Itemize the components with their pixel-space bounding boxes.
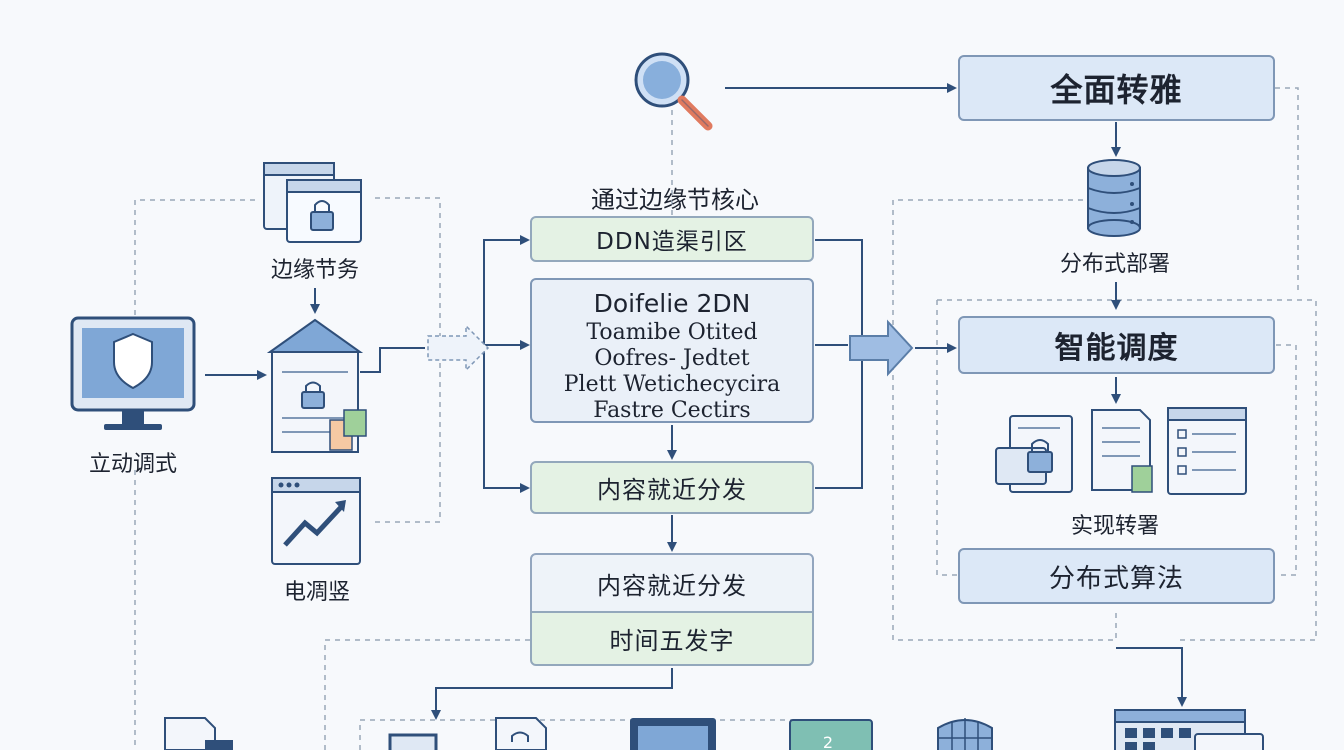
- dashed-arrow-icon: [427, 324, 490, 372]
- bottom-monitor-icon: [388, 733, 438, 750]
- teal-card-number: 2: [823, 733, 833, 750]
- center-line-2: Toamibe Otited: [586, 320, 758, 345]
- dashed-connectors: [134, 87, 1317, 750]
- chart-label: 电凋竖: [283, 580, 350, 605]
- smart-schedule-box: 智能调度: [958, 316, 1275, 374]
- distributed-algo-label: 分布式算法: [1048, 563, 1184, 594]
- trend-chart-icon: [271, 477, 361, 565]
- ddn-box: DDN造渠引区: [530, 216, 814, 262]
- center-line-1: Doifelie 2DN: [593, 289, 751, 318]
- smart-schedule-label: 智能调度: [1054, 331, 1179, 366]
- edge-node-icon: [266, 318, 367, 453]
- edge-service-label: 边缘节务: [270, 258, 359, 283]
- distributed-deploy-label: 分布式部署: [1059, 252, 1170, 277]
- center-line-3: Oofres- Jedtet: [594, 346, 750, 371]
- bottom-document-icon: [164, 717, 233, 750]
- magnifier-icon: [634, 52, 713, 131]
- big-arrow-icon: [849, 319, 914, 377]
- nearby-distribution-box: 内容就近分发: [530, 461, 814, 514]
- bottom-stack-top: 内容就近分发: [530, 553, 814, 613]
- bottom-lock-doc-icon: [495, 717, 547, 750]
- bottom-stack-bottom: 时间五发字: [530, 611, 814, 666]
- bottom-teal-card-icon: 2: [789, 719, 873, 750]
- window-lock-icon: [263, 162, 362, 243]
- ddn-label: DDN造渠引区: [596, 229, 748, 255]
- monitor-shield-icon: [70, 316, 196, 430]
- solid-connectors: [205, 83, 1187, 720]
- center-line-5: Fastre Cectirs: [593, 398, 751, 423]
- bottom-stack-top-label: 内容就近分发: [597, 571, 747, 600]
- center-line-4: Plett Wetichecycira: [563, 372, 781, 397]
- center-detail-box: Doifelie 2DN Toamibe Otited Oofres- Jedt…: [530, 278, 814, 423]
- full-transform-label: 全面转雅: [1050, 71, 1183, 109]
- center-title: 通过边缘节核心: [591, 186, 759, 214]
- calendar-grid-icon: [1114, 709, 1264, 750]
- realize-label: 实现转署: [1070, 514, 1159, 539]
- globe-icon: [937, 718, 993, 750]
- nearby-distribution-label: 内容就近分发: [597, 476, 747, 504]
- bottom-screen-icon: [630, 718, 716, 750]
- document-icon: [1091, 409, 1153, 493]
- left-device-label: 立动调式: [88, 452, 177, 477]
- database-icon: [1087, 159, 1141, 237]
- checklist-icon: [1167, 407, 1247, 495]
- full-transform-box: 全面转雅: [958, 55, 1275, 121]
- secure-window-icon: [995, 415, 1073, 493]
- bottom-stack-bottom-label: 时间五发字: [609, 627, 735, 655]
- distributed-algo-box: 分布式算法: [958, 548, 1275, 604]
